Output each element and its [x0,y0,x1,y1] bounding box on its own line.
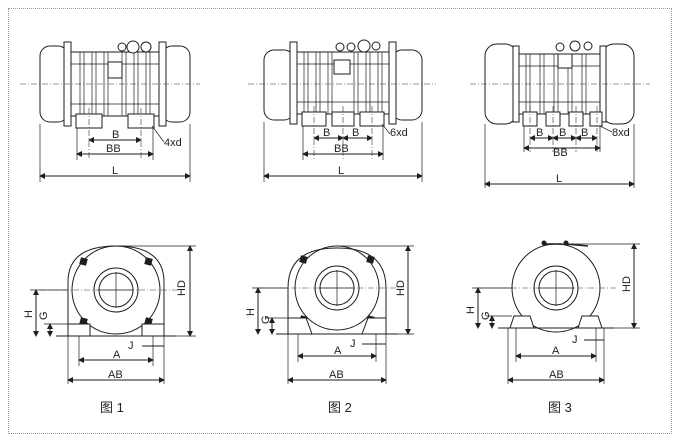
figure-2-end-view: HD H G A J AB 图 2 [245,245,414,415]
dim-hd-label: HD [395,280,407,296]
cable-gland [563,240,569,246]
dim-b-label: B [112,129,119,141]
dim-a-label: A [552,345,560,357]
lifting-eye [555,42,565,52]
foot-right [577,315,603,329]
figure-3-end-view: HD H G A J AB 图 3 [465,240,640,415]
bolt [79,257,88,266]
dim-l-label: L [112,165,118,177]
figure-3-top-view: B B B BB 8xd L [470,40,650,188]
cable-gland [357,39,371,53]
dotted-border [8,8,672,434]
figure-1-caption: 图 1 [100,400,124,415]
right-flange [388,41,397,125]
foot-left [67,323,91,337]
dim-j-label: J [128,340,134,352]
dim-h-label: H [465,306,477,314]
dim-a-label: A [334,345,342,357]
dim-bb-label: BB [553,147,568,159]
holes-label: 8xd [612,127,630,139]
dim-g-label: G [480,311,492,320]
dim-a-label: A [113,349,121,361]
lifting-eye-2 [346,42,356,52]
dim-bb-label: BB [334,143,349,155]
cable-gland-2 [583,41,593,51]
terminal-box [107,61,123,79]
dim-j-label: J [350,338,356,350]
lifting-eye [541,240,547,246]
dim-b-label: B [323,127,330,139]
mount-foot-4 [589,111,603,127]
figure-2-caption: 图 2 [328,400,352,415]
dim-hd-label: HD [176,280,188,296]
dim-g-label: G [260,315,272,324]
terminal-box [557,53,573,69]
dim-h-label: H [23,310,35,318]
holes-label: 4xd [164,137,182,149]
dim-hd-label: HD [621,276,633,292]
dim-l-label: L [556,173,562,185]
left-flange [289,41,298,125]
dim-h-label: H [245,308,257,316]
dim-b-label: B [536,127,543,139]
figure-1-end-view: HD H G A J AB 图 1 [23,245,196,415]
cable-gland [126,40,140,54]
figure-2-top-view: B B BB 6xd L [248,39,436,182]
dim-ab-label: AB [329,369,344,381]
foot-right [141,323,165,337]
holes-label: 6xd [390,127,408,139]
lifting-eye [117,42,127,52]
dim-l-label: L [338,165,344,177]
foot-left [509,315,535,329]
figure-3-caption: 图 3 [548,400,572,415]
figure-1-top-view: B BB 4xd L [20,40,200,182]
cable-gland-2 [140,41,152,53]
dim-ab-label: AB [108,369,123,381]
bolt [366,255,375,264]
cable-gland [569,40,581,52]
lifting-eye [335,42,345,52]
dim-g-label: G [38,311,50,320]
dim-j-label: J [572,334,578,346]
dim-b-label-2: B [352,127,359,139]
dim-b-label-2: B [559,127,566,139]
bolt [299,255,308,264]
dim-bb-label: BB [106,143,121,155]
terminal-box [333,59,351,75]
cable-gland-2 [371,41,381,51]
dim-b-label-3: B [581,127,588,139]
bolt [144,257,153,266]
dim-ab-label: AB [549,369,564,381]
